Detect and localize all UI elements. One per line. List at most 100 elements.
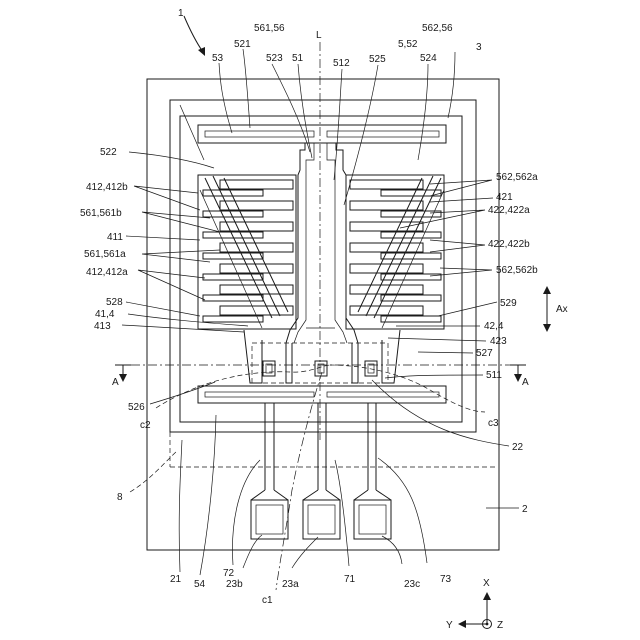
left-comb-tooth	[203, 295, 263, 301]
region-8-dashed-outline	[170, 432, 497, 467]
label-412-412b: 412,412b	[86, 182, 128, 193]
left-comb-finger	[220, 222, 293, 231]
label-527: 527	[476, 348, 493, 359]
label-524: 524	[420, 53, 437, 64]
label-422-422a: 422,422a	[488, 205, 530, 216]
bottom-beam-outer	[198, 386, 446, 403]
right-comb-finger	[350, 180, 423, 189]
label-8: 8	[117, 492, 123, 503]
label-54: 54	[194, 579, 206, 590]
label-Y: Y	[446, 620, 453, 631]
right-comb-tooth	[381, 232, 441, 238]
label-562-56: 562,56	[422, 23, 453, 34]
label-21: 21	[170, 574, 182, 585]
figure-number-arrow	[184, 16, 203, 52]
right-comb-finger	[350, 243, 423, 252]
label-413: 413	[94, 321, 111, 332]
label-42-4: 42,4	[484, 321, 504, 332]
right-comb-tooth	[381, 253, 441, 259]
label-3: 3	[476, 42, 482, 53]
top-beam-slot-left	[205, 131, 314, 137]
wire-and-pad-set	[251, 403, 391, 539]
label-411: 411	[107, 232, 123, 243]
axis-Ax-arrow-bottom	[543, 324, 551, 332]
axis-Ax-arrow-top	[543, 286, 551, 294]
label-523: 523	[266, 53, 283, 64]
left-comb-finger	[220, 306, 293, 315]
label-53: 53	[212, 53, 224, 64]
label-Ax: Ax	[556, 304, 568, 315]
left-comb-finger	[220, 201, 293, 210]
left-comb-tooth	[203, 316, 263, 322]
left-comb-finger	[220, 180, 293, 189]
left-comb-tooth	[203, 253, 263, 259]
right-comb-tooth	[381, 274, 441, 280]
label-73: 73	[440, 574, 452, 585]
label-529: 529	[500, 298, 517, 309]
label-511: 511	[486, 370, 502, 381]
curve-c1	[276, 372, 322, 590]
label-23a: 23a	[282, 579, 299, 590]
right-comb-electrode	[346, 175, 444, 329]
right-comb-tooth	[381, 190, 441, 196]
right-comb-tooth	[381, 316, 441, 322]
section-A-right-arrow	[514, 374, 522, 382]
label-528: 528	[106, 297, 123, 308]
anchor-left-stub	[286, 343, 292, 383]
anchor-right-stub	[352, 343, 358, 383]
label-522: 522	[100, 147, 117, 158]
label-41-4: 41,4	[95, 309, 115, 320]
label-51: 51	[292, 53, 304, 64]
label-422-422b: 422,422b	[488, 239, 530, 250]
label-c1: c1	[262, 595, 273, 606]
label-561-56: 561,56	[254, 23, 285, 34]
label-c3: c3	[488, 418, 499, 429]
label-22: 22	[512, 442, 524, 453]
bottom-beam-slot-right	[327, 392, 439, 397]
leader-lines	[122, 49, 519, 575]
coordinate-triad	[458, 592, 492, 629]
left-comb-finger	[220, 243, 293, 252]
left-comb-finger	[220, 264, 293, 273]
label-23c: 23c	[404, 579, 420, 590]
label-A-right: A	[522, 377, 529, 388]
label-X: X	[483, 578, 490, 589]
right-comb-finger	[350, 201, 423, 210]
top-beam-outer	[198, 125, 446, 143]
anchor-413	[244, 330, 262, 383]
frame-3-outer	[170, 100, 476, 432]
right-comb-tooth	[381, 295, 441, 301]
label-2: 2	[522, 504, 528, 515]
label-525: 525	[369, 54, 386, 65]
label-512: 512	[333, 58, 350, 69]
section-A-left-arrow	[119, 374, 127, 382]
anchor-square-center	[315, 361, 327, 376]
label-1: 1	[178, 8, 184, 19]
central-stem-right-inner	[327, 143, 347, 343]
curve-8	[130, 450, 178, 492]
left-comb-tooth	[203, 274, 263, 280]
label-c2: c2	[140, 420, 151, 431]
label-Z: Z	[497, 620, 503, 631]
label-562-562a: 562,562a	[496, 172, 538, 183]
label-521: 521	[234, 39, 251, 50]
label-412-412a: 412,412a	[86, 267, 128, 278]
right-comb-finger	[350, 264, 423, 273]
anchor-square-right	[365, 361, 377, 376]
label-526: 526	[128, 402, 145, 413]
right-comb-finger	[350, 222, 423, 231]
reference-labels: 1 53 521 561,56 523 51 L 512 525 5,52 56…	[80, 8, 568, 631]
label-72: 72	[223, 568, 235, 579]
label-L: L	[316, 30, 322, 41]
label-421: 421	[496, 192, 513, 203]
label-5-52: 5,52	[398, 39, 418, 50]
label-423: 423	[490, 336, 507, 347]
label-561-561b: 561,561b	[80, 208, 122, 219]
label-A-left: A	[112, 377, 119, 388]
label-561-561a: 561,561a	[84, 249, 126, 260]
right-comb-finger	[350, 306, 423, 315]
label-23b: 23b	[226, 579, 243, 590]
label-71: 71	[344, 574, 356, 585]
anchor-square-left	[263, 361, 275, 376]
